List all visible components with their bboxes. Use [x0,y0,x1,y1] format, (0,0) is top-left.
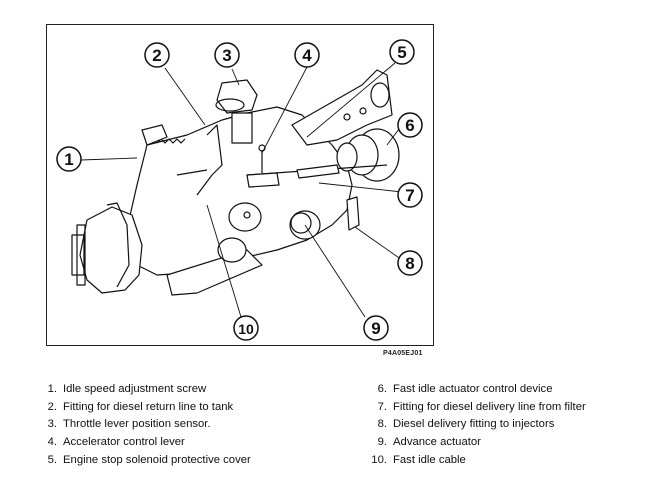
legend-item: 4. Accelerator control lever [40,434,251,452]
legend-number: 9. [377,436,387,449]
fuel-pump-illustration: 1 2 3 4 5 6 7 8 9 10 [56,39,423,341]
legend-number: 2. [47,400,57,413]
leader-line-9 [304,224,366,318]
leader-line-4 [261,66,308,154]
legend-item: 5. Engine stop solenoid protective cover [40,452,251,470]
leader-lines [80,62,403,318]
legend-item: 1. Idle speed adjustment screw [40,381,251,399]
leader-line-1 [80,157,138,161]
legend-item: 8. Diesel delivery fitting to injectors [370,416,586,434]
legend-item: 6. Fast idle actuator control device [370,381,586,399]
callout-4-label: 4 [302,46,312,65]
legend-number: 7. [377,400,387,413]
callout-6: 6 [397,112,423,138]
callout-6-label: 6 [405,116,414,135]
legend-number: 3. [47,418,57,431]
legend-label: Fitting for diesel return line to tank [63,400,234,413]
legend-label: Fitting for diesel delivery line from fi… [393,400,586,413]
callout-3: 3 [214,42,240,68]
callout-8: 8 [397,250,423,276]
legend-label: Advance actuator [393,436,481,449]
legend-label: Throttle lever position sensor. [63,418,211,431]
leader-line-8 [354,226,403,261]
callout-9-label: 9 [371,319,380,338]
legend-item: 2. Fitting for diesel return line to tank [40,399,251,417]
leader-line-7 [318,182,403,193]
leader-line-10 [206,204,242,318]
pump-diagram-figure: 1 2 3 4 5 6 7 8 9 10 [46,24,434,346]
callout-10-label: 10 [238,321,254,337]
legend-label: Engine stop solenoid protective cover [63,453,251,466]
callout-9: 9 [363,315,389,341]
legend-number: 4. [47,436,57,449]
legend-number: 5. [47,453,57,466]
callout-10: 10 [233,315,259,341]
legend-item: 7. Fitting for diesel delivery line from … [370,399,586,417]
legend-item: 10. Fast idle cable [370,452,586,470]
legend-number: 6. [377,383,387,395]
legend-item: 9. Advance actuator [370,434,586,452]
callout-7-label: 7 [405,186,414,205]
callout-5: 5 [389,39,415,65]
callout-5-label: 5 [397,43,406,62]
legend-number: 1. [47,383,57,395]
callout-1: 1 [56,146,82,172]
legend-label: Fast idle cable [393,453,466,466]
callout-3-label: 3 [222,46,231,65]
callout-8-label: 8 [405,254,414,273]
leader-line-2 [164,67,206,126]
leader-line-3 [231,68,240,86]
legend-label: Diesel delivery fitting to injectors [393,418,555,431]
callout-2-label: 2 [152,46,161,65]
legend-number: 10. [371,453,387,466]
pump-body-drawing [71,69,400,296]
legend-number: 8. [377,418,387,431]
legend-label: Idle speed adjustment screw [63,383,207,395]
figure-code: P4A05EJ01 [383,350,423,357]
legend-label: Fast idle actuator control device [393,383,553,395]
legend-item: 3. Throttle lever position sensor. [40,416,251,434]
callout-4: 4 [294,42,320,68]
legend-label: Accelerator control lever [63,436,185,449]
callout-7: 7 [397,182,423,208]
callout-1-label: 1 [64,150,73,169]
callout-2: 2 [144,42,170,68]
legend-right-column: 6. Fast idle actuator control device 7. Fi… [370,381,586,470]
leader-line-5 [306,62,396,138]
legend-left-column: 1. Idle speed adjustment screw 2. Fitting … [40,381,251,470]
